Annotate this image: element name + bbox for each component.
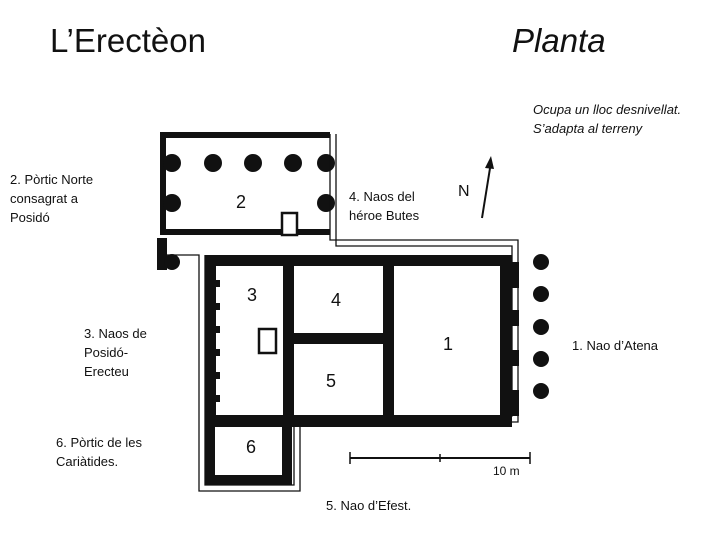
altar: [257, 327, 278, 355]
label-caryatid-porch: 6. Pòrtic de les Cariàtides.: [56, 433, 142, 471]
room-number-5: 5: [326, 371, 336, 391]
label-nao-efest: 5. Nao d’Efest.: [326, 498, 412, 513]
east-anta: [510, 262, 519, 416]
terrain-note-line1: Ocupa un lloc desnivellat.: [533, 102, 682, 117]
scale-bar: [349, 452, 531, 464]
room-number-2: 2: [236, 192, 246, 212]
label-line: Posidó: [10, 210, 50, 225]
terrain-note: Ocupa un lloc desnivellat. S’adapta al t…: [533, 100, 681, 138]
label-line: Cariàtides.: [56, 454, 119, 469]
west-wall-pilasters: [210, 280, 220, 402]
room-number-4: 4: [331, 290, 341, 310]
page-title: L’Erectèon: [50, 22, 206, 59]
label-line: 2. Pòrtic Norte: [10, 172, 94, 187]
label-north-porch: 2. Pòrtic Norte consagrat a Posidó: [10, 170, 93, 227]
north-porch: [157, 132, 335, 270]
label-line: 3. Naos de: [84, 326, 147, 341]
north-arrow: [481, 156, 494, 219]
label-naos-butes: 4. Naos del héroe Butes: [349, 187, 419, 225]
label-line: consagrat a: [10, 191, 78, 206]
room-number-1: 1: [443, 334, 453, 354]
scale-label: 10 m: [493, 464, 520, 478]
label-line: Posidó-: [84, 345, 129, 360]
north-label: N: [458, 183, 470, 200]
label-line: 6. Pòrtic de les: [56, 435, 142, 450]
room-number-6: 6: [246, 437, 256, 457]
label-nao-atena: 1. Nao d’Atena: [572, 338, 659, 353]
east-porch-columns: [533, 254, 549, 399]
north-porch-columns: [163, 154, 335, 270]
caryatid-porch: [205, 427, 292, 485]
label-line: Erecteu: [84, 364, 129, 379]
cella-walls: [205, 255, 512, 427]
east-porch: [510, 254, 549, 416]
label-naos-posido: 3. Naos de Posidó- Erecteu: [84, 324, 147, 381]
page-subtitle: Planta: [512, 22, 606, 59]
room-number-3: 3: [247, 285, 257, 305]
terrain-note-line2: S’adapta al terreny: [533, 121, 643, 136]
label-line: 4. Naos del: [349, 189, 415, 204]
label-line: héroe Butes: [349, 208, 420, 223]
